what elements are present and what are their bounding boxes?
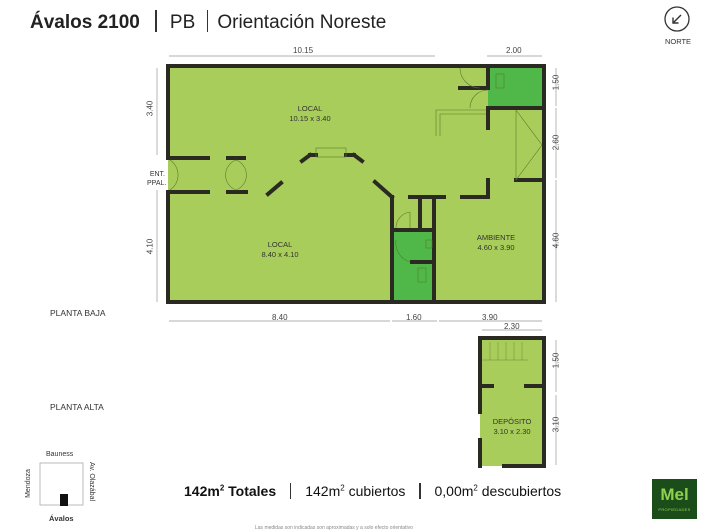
total-area-label: Totales [228, 483, 277, 499]
uncovered-area-value: 0,00m [434, 483, 474, 499]
room-size: 4.60 x 3.90 [477, 243, 515, 252]
entrance-label: ENT. PPAL. [147, 170, 167, 188]
covered-area-value: 142m [305, 483, 341, 499]
arrow-down-left-icon [664, 6, 690, 32]
address-title: Ávalos 2100 [30, 12, 140, 33]
dim-right-3-10-alta: 3.10 [551, 416, 561, 433]
logo-sub: PROPIEDADES [658, 507, 691, 512]
entrance-label-line1: ENT. [149, 171, 165, 178]
superscript: 2 [219, 483, 225, 493]
street-right: Av. Olazábal [88, 461, 96, 502]
dim-right-4-60: 4.60 [551, 232, 561, 249]
room-name: LOCAL [297, 104, 323, 113]
covered-area: 142m2 cubiertos [305, 483, 405, 499]
title-divider [206, 10, 209, 32]
totals-divider [419, 483, 421, 499]
dim-right-1-50: 1.50 [551, 74, 561, 91]
floor-title: PB [169, 12, 196, 33]
planta-alta-label: PLANTA ALTA [50, 402, 104, 412]
room-local-2: LOCAL 8.40 x 4.10 [240, 240, 320, 260]
dim-left-4-10: 4.10 [145, 238, 155, 255]
room-size: 10.15 x 3.40 [289, 114, 331, 123]
dim-bottom-3-90: 3.90 [482, 313, 498, 322]
title-divider [155, 10, 157, 32]
dim-top-2-30: 2.30 [504, 322, 520, 331]
street-top: Bauness [46, 451, 74, 458]
dim-bottom-8-40: 8.40 [272, 313, 288, 322]
superscript: 2 [340, 483, 345, 493]
room-name: DEPÓSITO [492, 417, 532, 426]
room-local-1: LOCAL 10.15 x 3.40 [270, 104, 350, 124]
street-bottom: Ávalos [49, 514, 74, 523]
covered-area-label: cubiertos [348, 483, 406, 499]
uncovered-area-label: descubiertos [481, 483, 562, 499]
room-name: AMBIENTE [476, 233, 516, 242]
logo-name: Mel [660, 485, 689, 504]
uncovered-area: 0,00m2 descubiertos [434, 483, 561, 499]
planta-baja-label: PLANTA BAJA [50, 308, 106, 318]
totals-divider [290, 483, 292, 499]
dim-bottom-1-60: 1.60 [406, 313, 422, 322]
dim-top-10-15: 10.15 [293, 46, 314, 55]
street-left: Mendoza [24, 469, 32, 498]
orientation-title: Orientación Noreste [217, 12, 387, 33]
dim-right-2-60: 2.60 [551, 134, 561, 151]
entrance-label-line2: PPAL. [147, 180, 167, 187]
dim-left-3-40: 3.40 [145, 100, 155, 117]
mel-logo: Mel PROPIEDADES [652, 479, 697, 519]
room-ambiente: AMBIENTE 4.60 x 3.90 [456, 233, 536, 253]
superscript: 2 [473, 483, 478, 493]
dimension-lines [156, 55, 557, 465]
north-label: NORTE [664, 37, 692, 46]
area-totals: 142m2 Totales 142m2 cubiertos 0,00m2 des… [184, 483, 561, 499]
dim-right-1-50-alta: 1.50 [551, 352, 561, 369]
room-size: 8.40 x 4.10 [261, 250, 299, 259]
disclaimer: Las medidas son indicadas son aproximada… [255, 525, 413, 531]
total-area-value: 142m [184, 483, 220, 499]
room-name: LOCAL [267, 240, 293, 249]
room-deposito: DEPÓSITO 3.10 x 2.30 [472, 417, 552, 437]
page-title: Ávalos 2100 PB Orientación Noreste [30, 10, 386, 34]
total-area: 142m2 Totales [184, 483, 276, 499]
dim-top-2-00: 2.00 [506, 46, 522, 55]
room-size: 3.10 x 2.30 [493, 427, 531, 436]
